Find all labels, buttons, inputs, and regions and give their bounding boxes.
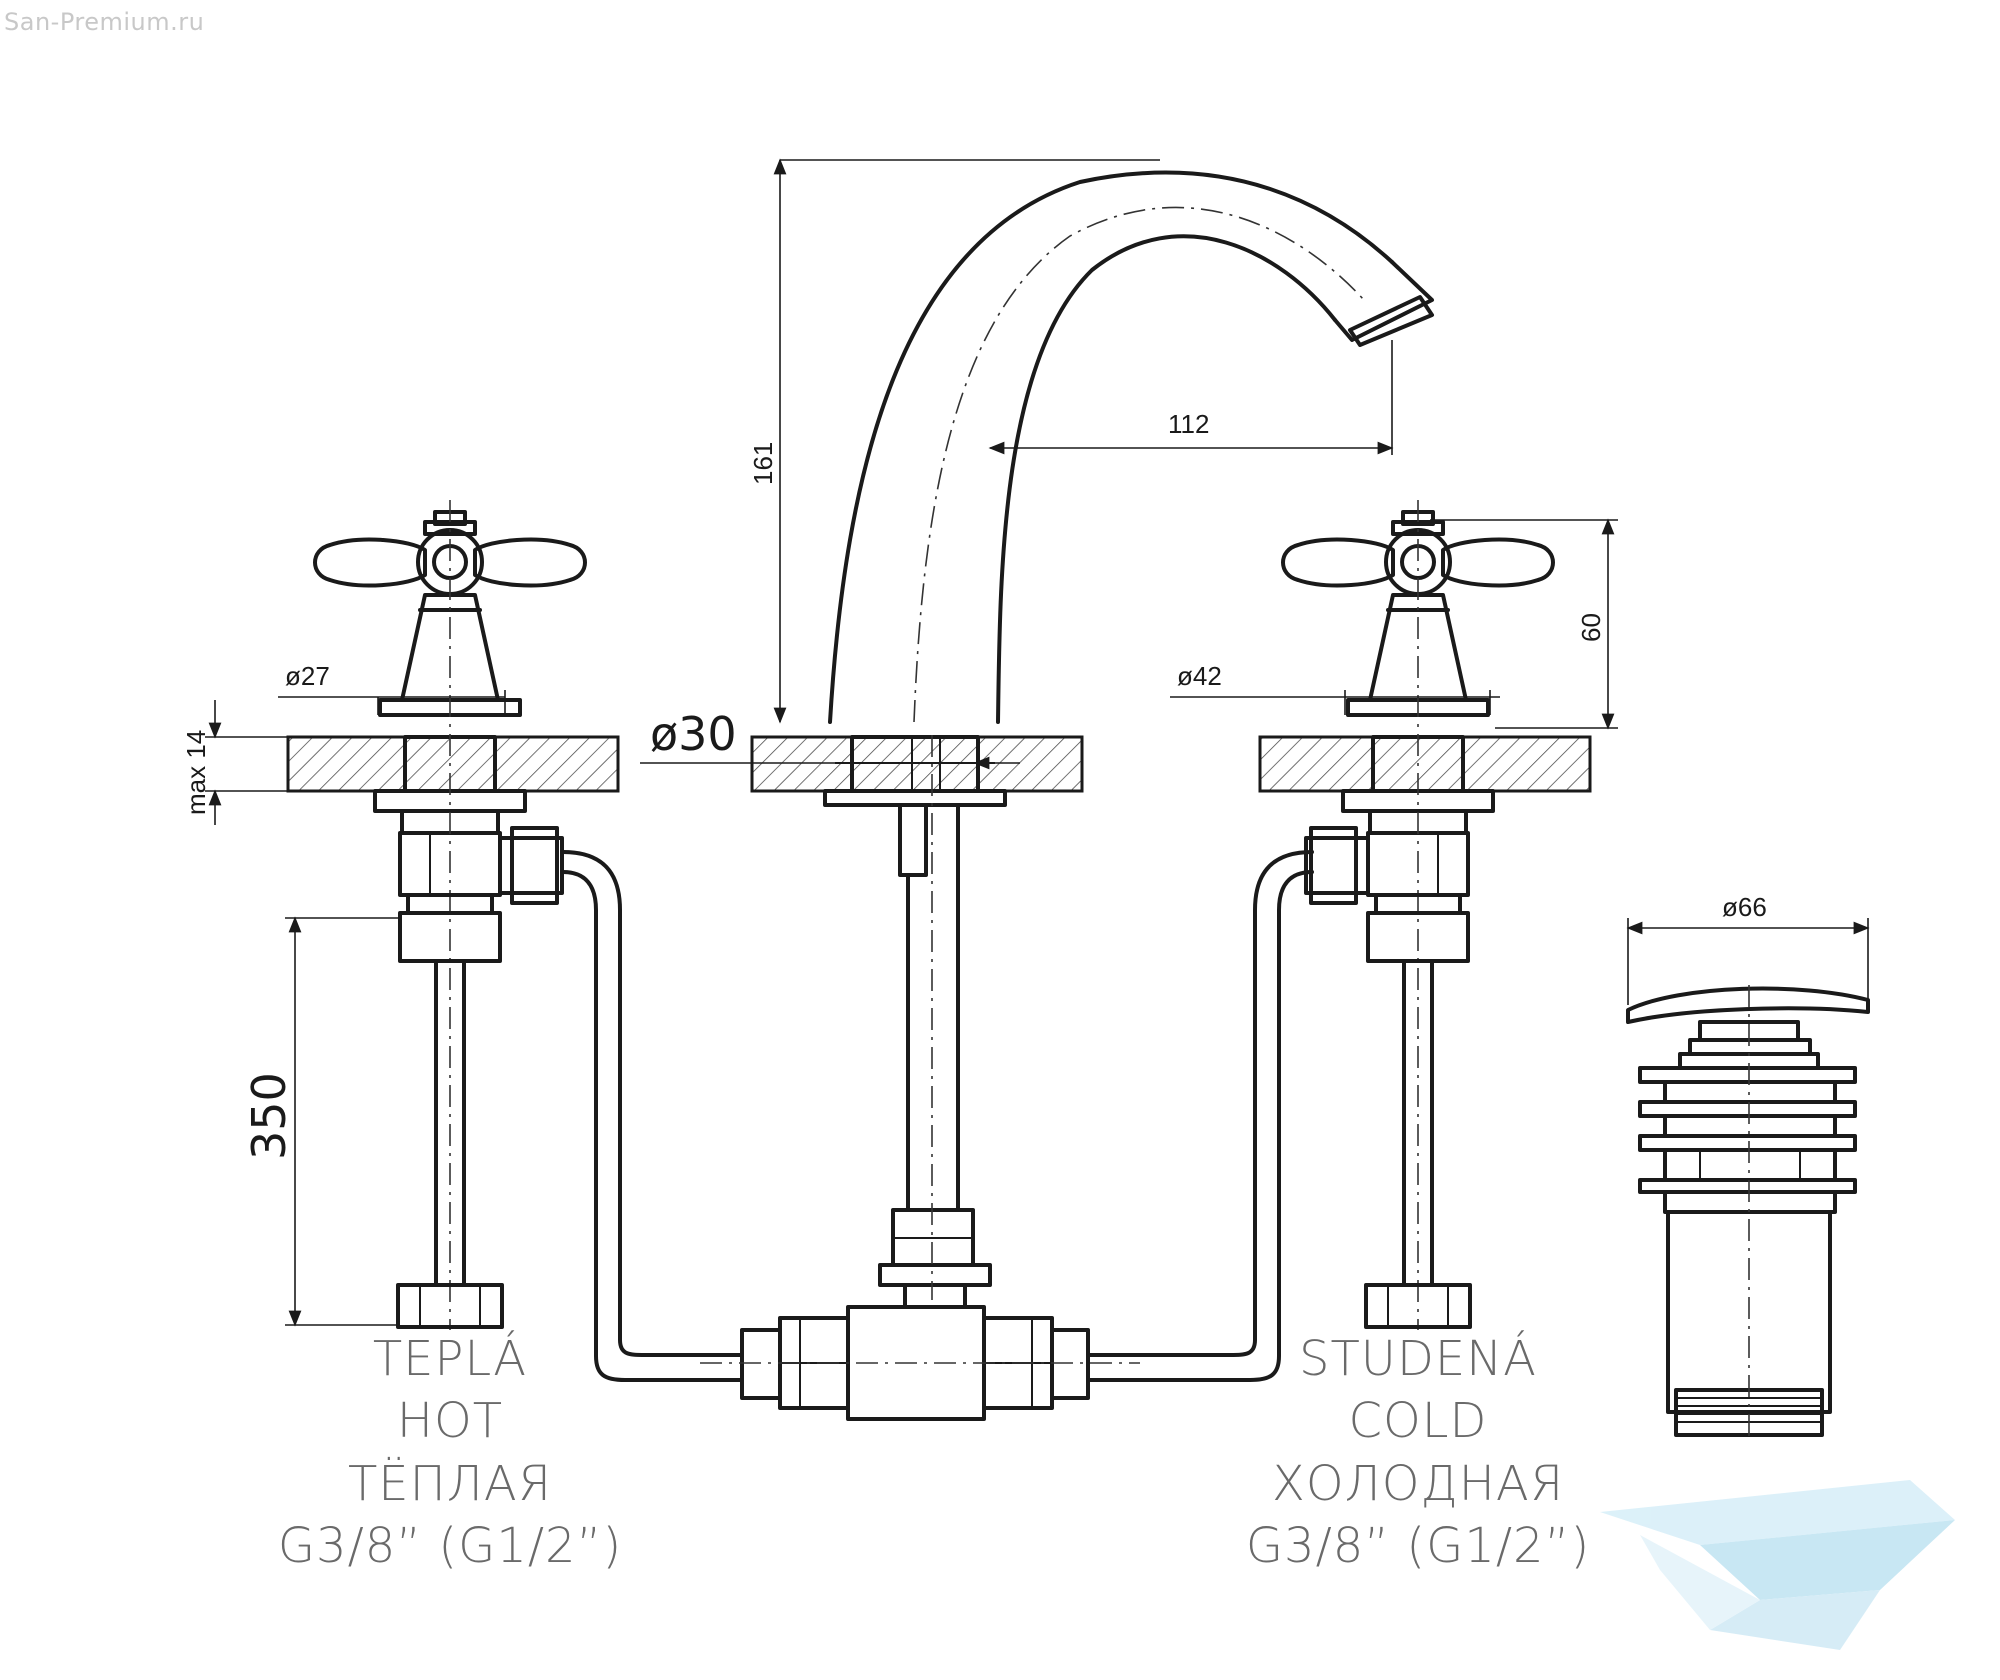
dim-spout-reach: 112 xyxy=(988,340,1394,455)
dim-161-label: 161 xyxy=(748,442,778,485)
cold-label-line-4: G3/8” (G1/2”) xyxy=(1246,1518,1590,1574)
cold-valve-handle xyxy=(1281,500,1555,1330)
countertop-cold xyxy=(1258,735,1592,793)
dim-60-label: 60 xyxy=(1576,613,1606,642)
hot-label-line-4: G3/8” (G1/2”) xyxy=(278,1518,622,1574)
spout xyxy=(823,170,1434,807)
dim-spout-base: ø30 xyxy=(640,707,1020,770)
dim-350-label: 350 xyxy=(242,1072,296,1160)
tee-connector xyxy=(700,1305,1140,1421)
cold-label: STUDENÁ COLD ХОЛОДНАЯ G3/8” (G1/2”) xyxy=(1246,1330,1590,1574)
hot-label-line-3: ТЁПЛАЯ xyxy=(348,1456,552,1512)
dim-cold-base: ø42 xyxy=(1170,661,1500,715)
hot-flex-hose xyxy=(396,893,504,1329)
dim-hot-base: ø27 xyxy=(278,661,506,715)
hot-label-line-1: TEPLÁ xyxy=(373,1330,527,1387)
dim-112-label: 112 xyxy=(1168,409,1209,439)
cold-label-line-1: STUDENÁ xyxy=(1299,1330,1537,1387)
countertop-hot xyxy=(286,735,620,793)
spout-supply-pipe xyxy=(878,735,992,1309)
cold-flex-hose xyxy=(1364,893,1472,1329)
cold-label-line-2: COLD xyxy=(1349,1393,1488,1449)
hot-supply-hose xyxy=(561,850,744,1382)
cold-label-line-3: ХОЛОДНАЯ xyxy=(1272,1456,1564,1512)
dim-spout-height: 161 xyxy=(748,158,1160,724)
hot-label-line-2: HOT xyxy=(397,1393,503,1449)
brand-logo xyxy=(1600,1480,1955,1650)
dim-waste-diameter: ø66 xyxy=(1626,892,1870,1005)
dim-hose-length: 350 xyxy=(242,916,400,1327)
dim-o42-label: ø42 xyxy=(1177,661,1222,691)
watermark-text: San-Premium.ru xyxy=(4,8,205,36)
dim-o30-label: ø30 xyxy=(650,707,737,761)
hot-label: TEPLÁ HOT ТЁПЛАЯ G3/8” (G1/2”) xyxy=(278,1330,622,1574)
dim-o27-label: ø27 xyxy=(285,661,330,691)
cold-supply-hose xyxy=(1086,850,1314,1382)
dim-o66-label: ø66 xyxy=(1722,892,1767,922)
dim-max14-label: max 14 xyxy=(181,730,211,815)
dim-handle-height: 60 xyxy=(1430,518,1618,730)
dim-max-thickness: max 14 xyxy=(181,700,288,825)
pop-up-waste xyxy=(1626,985,1870,1440)
